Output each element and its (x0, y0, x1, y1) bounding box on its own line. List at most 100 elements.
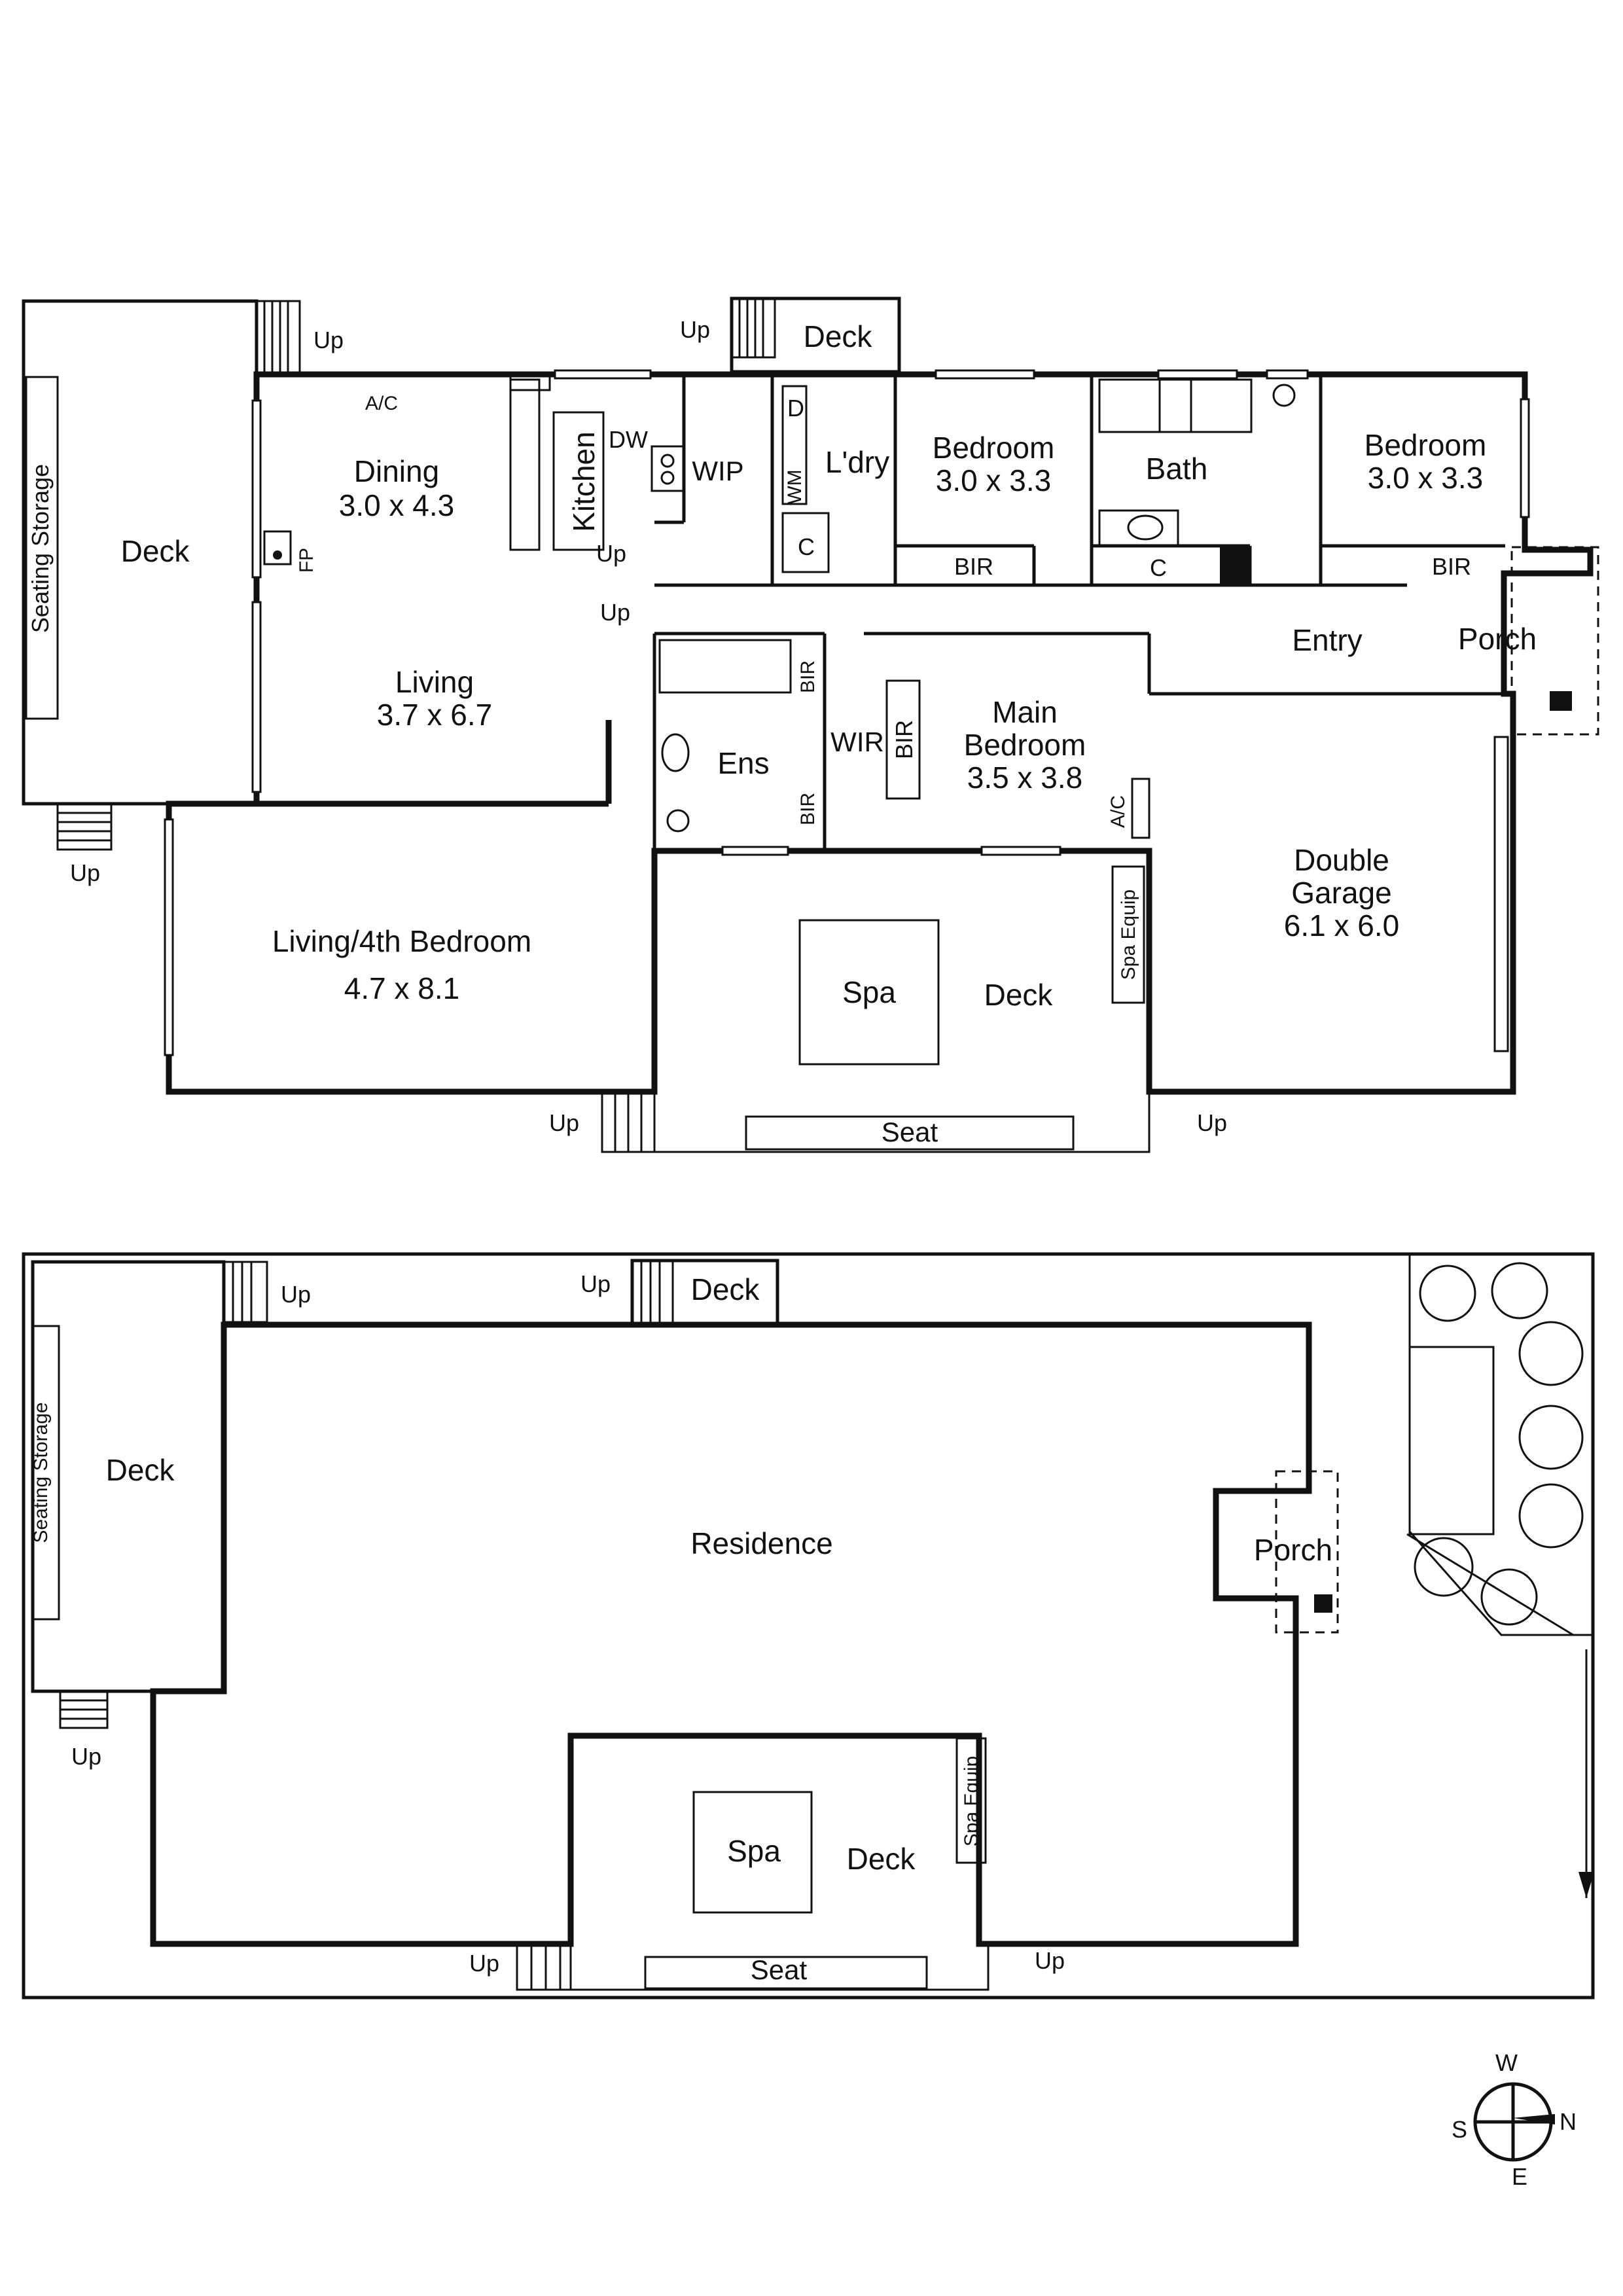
wip-label: WIP (692, 456, 743, 486)
spa-tub (798, 919, 940, 1066)
site-up-label: Up (281, 1281, 311, 1308)
spa-deck-outline (601, 1092, 1150, 1153)
up-label: Up (680, 316, 710, 343)
north-deck-label: Deck (804, 319, 873, 353)
fp-label: FP (296, 548, 317, 573)
site-north-deck-label: Deck (691, 1272, 760, 1306)
site-up-label: Up (469, 1950, 499, 1977)
site-up-label: Up (580, 1270, 611, 1297)
site-porch-outline (1275, 1470, 1339, 1634)
living-4th-bedroom-size: 4.7 x 8.1 (344, 971, 459, 1005)
seat-label: Seat (882, 1117, 938, 1147)
seating-storage-label: Seating Storage (27, 464, 54, 633)
bedroom2-label: Bedroom (1364, 428, 1487, 462)
living-size: 3.7 x 6.7 (377, 698, 492, 732)
main-bedroom-size: 3.5 x 3.8 (967, 761, 1082, 795)
ac-main-label: A/C (1107, 795, 1129, 828)
porch-outline (1510, 546, 1599, 736)
ground-floor-plan: Deck Seating Storage Dining 3.0 x 4.3 A/… (22, 296, 1599, 1153)
porch-post (1550, 691, 1572, 711)
garage-size: 6.1 x 6.0 (1284, 908, 1399, 942)
bir2-label: BIR (1432, 553, 1471, 580)
site-north-deck-steps (631, 1259, 674, 1325)
site-porch-label: Porch (1254, 1533, 1332, 1567)
seat-bench (745, 1115, 1075, 1151)
entry-label: Entry (1292, 623, 1362, 657)
compass-east: E (1512, 2163, 1527, 2190)
ens-label: Ens (717, 746, 769, 780)
seating-storage-box (25, 376, 59, 720)
spa-deck-steps (601, 1090, 656, 1153)
up-label: Up (1197, 1109, 1227, 1136)
site-up-label: Up (1035, 1947, 1065, 1974)
site-boundary (22, 1252, 1595, 2000)
dining-size: 3.0 x 4.3 (339, 488, 454, 522)
porch-label: Porch (1458, 622, 1537, 656)
laundry-label: L'dry (825, 445, 889, 479)
bir-ens-top-label: BIR (797, 660, 819, 693)
site-seating-storage-label: Seating Storage (30, 1402, 52, 1543)
site-spa-equip-box (955, 1737, 987, 1864)
spa-equip-box (1111, 865, 1145, 1004)
garage-label-1: Double (1294, 843, 1389, 877)
spa-label: Spa (842, 975, 896, 1009)
west-deck-steps-top (255, 300, 301, 374)
site-spa-label: Spa (727, 1834, 781, 1868)
site-west-deck-label: Deck (106, 1453, 175, 1487)
fixtures (263, 373, 1296, 839)
north-deck-steps (730, 297, 776, 359)
wir-label: WIR (830, 726, 884, 757)
bedroom1-size: 3.0 x 3.3 (936, 463, 1051, 497)
site-seating-storage-box (31, 1325, 60, 1621)
compass-south: S (1452, 2116, 1467, 2143)
c-laundry-label: C (798, 533, 815, 560)
windows (164, 369, 1530, 1056)
garage-label-2: Garage (1291, 876, 1391, 910)
site-plan: Seating Storage Deck Deck Residence Porc… (22, 1252, 1595, 2000)
bir1-label: BIR (954, 553, 993, 580)
site-spa-deck-steps (516, 1943, 572, 1991)
west-deck-label: Deck (121, 534, 190, 568)
site-spa-tub (692, 1791, 813, 1914)
bath-label: Bath (1146, 452, 1208, 486)
bath-wall-block (1220, 546, 1250, 585)
site-residence-outline (150, 1321, 1312, 1947)
living-4th-bedroom-label: Living/4th Bedroom (272, 924, 531, 958)
tree-icons (1414, 1262, 1584, 1626)
ac-dining-label: A/C (365, 393, 398, 414)
site-south-deck-label: Deck (847, 1842, 916, 1876)
up-label: Up (549, 1109, 579, 1136)
spa-equip-label: Spa Equip (1118, 889, 1139, 980)
site-west-deck-steps-bottom (59, 1690, 109, 1729)
site-seat-bench (644, 1956, 928, 1990)
residence-label: Residence (690, 1526, 832, 1560)
site-up-label: Up (71, 1743, 101, 1770)
compass-north: N (1560, 2108, 1577, 2135)
garden-bed (1406, 1254, 1594, 1898)
up-label: Up (596, 540, 626, 567)
compass-rose: W N S E (1452, 2049, 1577, 2190)
south-deck-label: Deck (984, 978, 1054, 1012)
c-bath-label: C (1150, 554, 1167, 581)
up-label: Up (313, 327, 344, 353)
wm-label: WM (784, 469, 806, 504)
site-west-deck-steps-top (223, 1261, 268, 1323)
bir-ens-bottom-label: BIR (797, 793, 819, 825)
dw-label: DW (609, 426, 648, 453)
up-label: Up (70, 859, 100, 886)
d-label: D (787, 395, 804, 422)
compass-west: W (1495, 2049, 1518, 2076)
bir-main-label: BIR (891, 720, 918, 759)
kitchen-label: Kitchen (567, 431, 601, 531)
up-label: Up (600, 599, 630, 626)
site-spa-equip-label: Spa Equip (961, 1756, 982, 1846)
dining-label: Dining (354, 454, 439, 488)
bedroom1-label: Bedroom (933, 431, 1055, 465)
west-deck-steps-bottom (56, 802, 113, 851)
site-seat-label: Seat (751, 1954, 808, 1985)
site-porch-post (1314, 1594, 1332, 1613)
interior-walls (257, 374, 1505, 854)
main-bedroom-label-2: Bedroom (964, 728, 1086, 762)
bedroom2-size: 3.0 x 3.3 (1368, 461, 1483, 495)
